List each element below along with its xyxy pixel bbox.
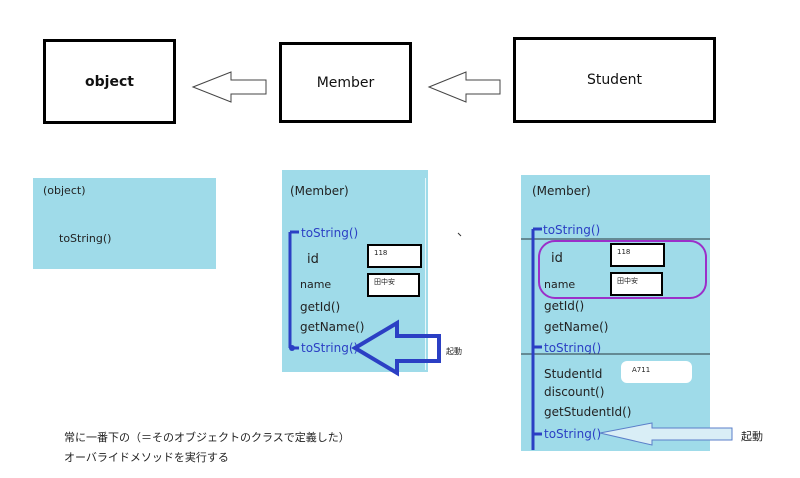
object-panel-title: (object)	[43, 184, 86, 197]
student-panel	[521, 175, 710, 451]
student-field-id-label: id	[551, 251, 563, 266]
student-field-studentid-label: StudentId	[544, 367, 603, 381]
student-field-name-label: name	[544, 278, 576, 291]
student-method-discount: discount()	[544, 385, 605, 399]
student-class-box: Student	[513, 37, 716, 123]
member-field-name-value: 田中安	[367, 273, 420, 297]
student-field-studentid-text: A711	[632, 366, 651, 374]
member-field-id-label: id	[307, 252, 319, 267]
note-line-2: オーバライドメソッドを実行する	[64, 451, 229, 464]
member-method-getname: getName()	[300, 320, 365, 334]
member-field-id-value: 118	[367, 244, 422, 268]
student-bracket	[531, 227, 542, 450]
note-line-1: 常に一番下の（＝そのオブジェクトのクラスで定義した）	[64, 431, 350, 444]
student-class-label: Student	[586, 72, 643, 88]
student-panel-title: (Member)	[532, 184, 591, 198]
member-bracket	[288, 230, 299, 350]
student-member-override-tostring: toString()	[544, 341, 602, 355]
student-field-id-value: 118	[610, 243, 665, 267]
object-class-box: object	[43, 39, 176, 124]
member-invoke-label: 起動	[446, 347, 462, 356]
student-fields-highlight	[538, 240, 707, 299]
student-method-getstudentid: getStudentId()	[544, 405, 632, 419]
student-method-getname: getName()	[544, 320, 609, 334]
object-class-label: object	[85, 73, 134, 90]
member-class-box: Member	[279, 42, 412, 123]
object-method-tostring: toString()	[59, 232, 112, 245]
student-override-tostring: toString()	[544, 427, 602, 441]
object-panel	[33, 178, 216, 269]
student-invoke-arrow	[599, 422, 733, 446]
student-field-name-value: 田中安	[610, 272, 663, 296]
student-method-getid: getId()	[544, 299, 585, 313]
member-method-getid: getId()	[300, 300, 341, 314]
member-panel-title: (Member)	[290, 184, 349, 198]
member-class-label: Member	[316, 74, 375, 91]
member-panel	[282, 170, 428, 372]
stray-mark	[457, 232, 462, 237]
member-override-tostring: toString()	[301, 341, 359, 355]
member-field-name-label: name	[300, 278, 332, 291]
student-field-studentid-value: A711	[621, 361, 692, 383]
student-invoke-label: 起動	[741, 430, 763, 443]
member-invoke-arrow	[351, 319, 441, 377]
member-bracket-dot	[289, 345, 295, 351]
student-inherited-tostring: toString()	[543, 223, 601, 237]
arrow-student-to-member	[427, 71, 501, 103]
member-inherited-tostring: toString()	[301, 226, 359, 240]
member-panel-divider	[425, 178, 426, 370]
arrow-member-to-object	[191, 71, 267, 103]
